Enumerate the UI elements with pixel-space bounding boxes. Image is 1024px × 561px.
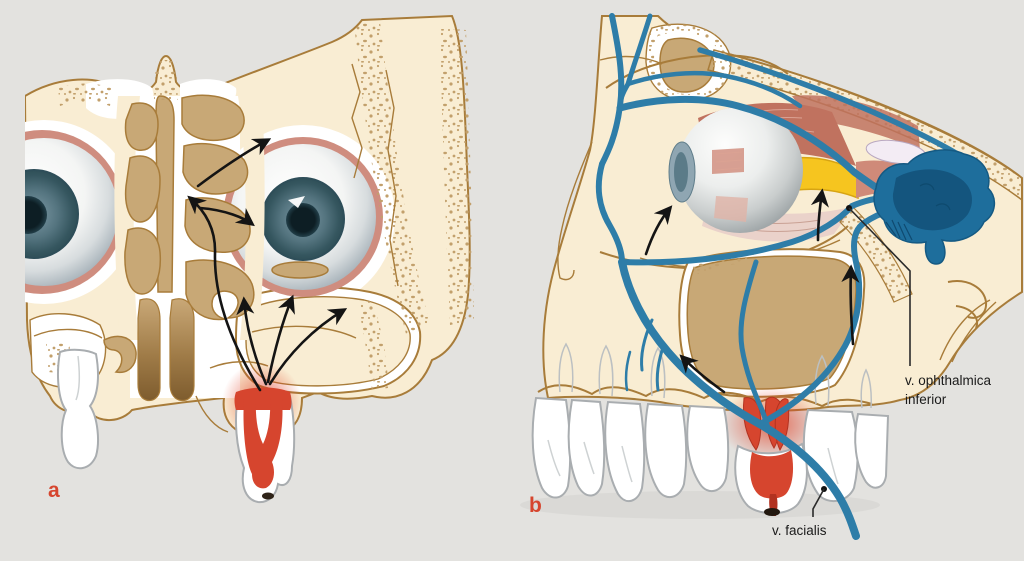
cavernous-sinus — [873, 149, 996, 265]
label-line-2: inferior — [905, 392, 947, 407]
panel-b-letter: b — [529, 494, 542, 517]
label-v-facialis: v. facialis — [772, 523, 827, 538]
decay-spot — [262, 492, 274, 500]
apex-spot — [764, 508, 780, 516]
pupil — [286, 203, 320, 237]
eye-highlight — [288, 196, 305, 208]
contour-lines-a — [33, 63, 399, 433]
temporal-muscle — [792, 95, 920, 150]
infection-spread-arrows-a — [187, 138, 348, 392]
alveolar-margin — [537, 384, 873, 408]
pterygoid-contours — [939, 280, 997, 363]
maxillary-sinus-b — [678, 248, 866, 398]
superior-ophthalmic-vein — [616, 95, 888, 196]
panel-a-coronal-section — [25, 14, 474, 504]
healthy-molar-a — [57, 348, 99, 470]
angular-vein — [595, 161, 625, 265]
panel-b-sagittal-section — [520, 13, 1023, 540]
label-line-1: v. ophthalmica — [905, 373, 992, 388]
facial-vein — [618, 258, 860, 540]
flow-arrows-b — [644, 188, 860, 394]
nasal-turbinates — [103, 94, 255, 402]
label-v-ophthalmica-inferior: v. ophthalmica inferior — [905, 371, 1020, 409]
inferior-ophthalmic-vein — [619, 195, 889, 266]
label-pointers — [812, 205, 911, 517]
infected-tooth-a — [222, 362, 302, 504]
left-eye — [25, 130, 124, 294]
orbit-contents-b — [668, 95, 920, 242]
panel-a-letter: a — [48, 479, 60, 502]
